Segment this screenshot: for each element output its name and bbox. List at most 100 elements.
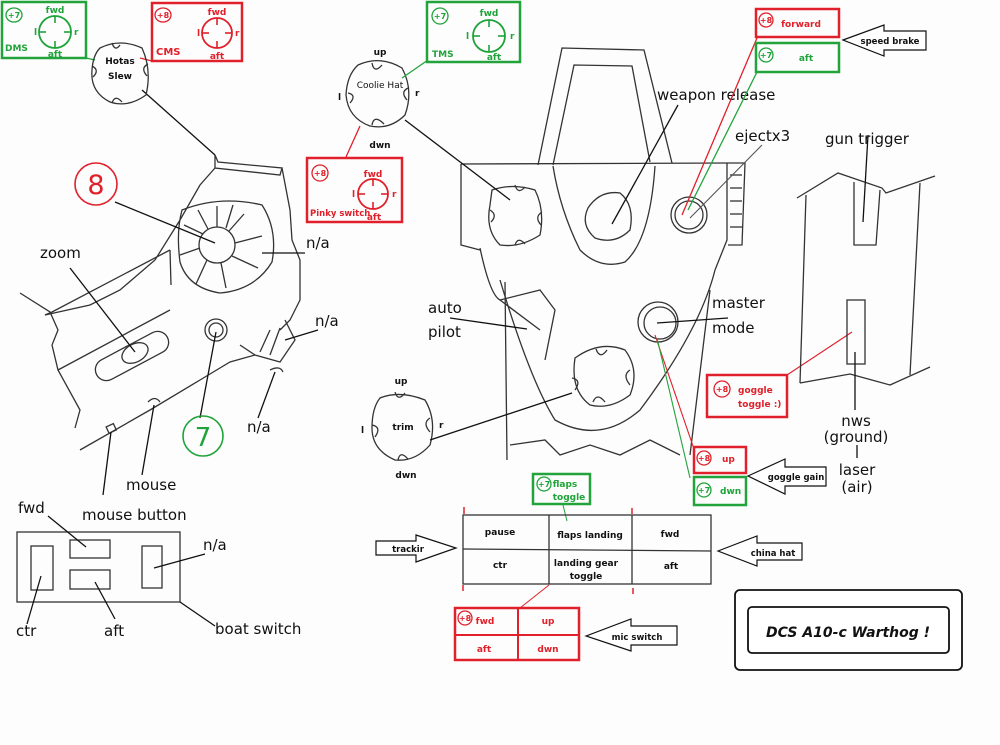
ejectx3-label: ejectx3 [735,127,790,145]
boat-aft-label: aft [104,622,124,640]
dms-r: r [74,28,79,38]
stick-drawing [460,47,746,461]
laser-label: laser [839,461,876,479]
cms-label: CMS [156,47,181,58]
china-hat-arrow: china hat [751,549,796,559]
pinky-fwd: fwd [364,170,383,180]
cms-box: +8 fwd aft l r CMS [150,1,244,63]
nws-ground-label: (ground) [824,428,889,446]
hotas-slew-line2: Slew [108,72,132,82]
dms-l: l [34,28,37,38]
flaps-toggle-line2: toggle [553,493,586,503]
tms-r: r [510,32,515,42]
auto-pilot-label-2: pilot [428,323,461,341]
mic-aft: aft [477,645,492,655]
goggle-gain-arrow: goggle gain [768,473,825,483]
mouse-label: mouse [126,476,176,494]
master-mode-label-2: mode [712,319,755,337]
boat-ctr-label: ctr [16,622,37,640]
up-modifier: +8 [698,454,711,463]
trim-up: up [395,377,408,387]
pinky-label: Pinky switch [310,209,370,219]
mic-modifier: +8 [459,614,472,623]
trim-r: r [439,421,444,431]
goggle-toggle-line2: toggle :) [738,400,781,410]
forward-modifier: +8 [760,16,773,25]
throttle-leaders [69,89,319,496]
trim-hat: trim up dwn l r [361,377,573,481]
hotas-slew: Hotas Slew [85,42,153,105]
trim-label: trim [392,423,413,433]
dms-fwd: fwd [46,6,65,16]
title-plate: DCS A10-c Warthog ! [734,589,963,671]
tms-fwd: fwd [480,9,499,19]
aft-label: aft [799,54,814,64]
mode-7-marker: 7 [182,415,224,457]
gun-trigger-label: gun trigger [825,130,910,148]
trim-dwn: dwn [395,471,416,481]
coolie-l: l [338,93,341,103]
mode-8-marker: 8 [74,162,118,206]
mode-8-label: 8 [87,170,104,201]
pinky-switch-box: +8 fwd aft l r Pinky switch [305,156,404,224]
mic-fwd: fwd [476,617,495,627]
dwn-modifier: +7 [698,486,710,495]
boat-switch-label: boat switch [215,620,301,638]
nws-label: nws [841,412,871,430]
dms-modifier: +7 [8,11,20,20]
na-wheel-label: n/a [306,234,330,252]
speed-brake-arrow: speed brake [861,37,920,47]
mode-7-label: 7 [195,423,212,453]
cell-ctr: ctr [493,561,508,571]
cms-l: l [197,29,200,39]
cell-aft: aft [664,562,679,572]
zoom-label: zoom [40,244,81,262]
hotas-slew-line1: Hotas [105,57,134,67]
tms-modifier: +7 [434,12,446,21]
boat-switch: fwd ctr aft n/a boat switch [16,499,301,640]
boat-fwd-label: fwd [18,499,45,517]
diagram-title: DCS A10-c Warthog ! [766,625,930,641]
laser-air-label: (air) [841,478,872,496]
tms-box: +7 fwd aft l r TMS [425,0,522,64]
throttle-drawing [19,154,301,451]
na-bottom-label: n/a [247,418,271,436]
coolie-r: r [415,89,420,99]
mouse-button-label: mouse button [82,506,187,524]
flaps-toggle-line1: flaps [553,480,578,490]
flaps-modifier: +7 [538,480,550,489]
goggle-toggle-box: +8 goggle toggle :) [705,373,789,419]
speed-brake-boxes: +8 forward +7 aft speed brake [754,7,927,74]
cms-modifier: +8 [157,11,170,20]
trackir-arrow: trackir [392,545,425,555]
cms-aft: aft [210,52,225,62]
dms-aft: aft [48,50,63,60]
coolie-up: up [374,48,387,58]
mic-up: up [542,617,555,627]
pinky-aft: aft [367,213,382,223]
up-label: up [722,455,735,465]
cell-fwd: fwd [661,530,680,540]
goggle-gain-boxes: +8 up +7 dwn goggle gain [692,445,827,507]
auto-pilot-label-1: auto [428,299,462,317]
cell-pause: pause [485,528,515,538]
dms-box: +7 fwd aft l r DMS [0,0,88,60]
cms-r: r [235,29,240,39]
pinky-r: r [392,190,397,200]
coolie-hat: Coolie Hat up dwn l r [338,48,511,201]
dwn-label: dwn [720,487,741,497]
mic-switch-arrow: mic switch [612,633,663,643]
pinky-modifier: +8 [314,169,327,178]
tms-l: l [466,32,469,42]
base-drawing: gun trigger nws (ground) laser (air) [796,130,936,496]
dms-label: DMS [5,44,28,54]
tms-aft: aft [487,53,502,63]
aft-modifier: +7 [760,51,772,60]
pinky-l: l [352,190,355,200]
tms-label: TMS [432,50,454,60]
weapon-release-label: weapon release [657,86,775,104]
stick-labels: weapon release ejectx3 auto pilot master… [428,37,853,479]
goggle-toggle-line1: goggle [738,386,773,396]
